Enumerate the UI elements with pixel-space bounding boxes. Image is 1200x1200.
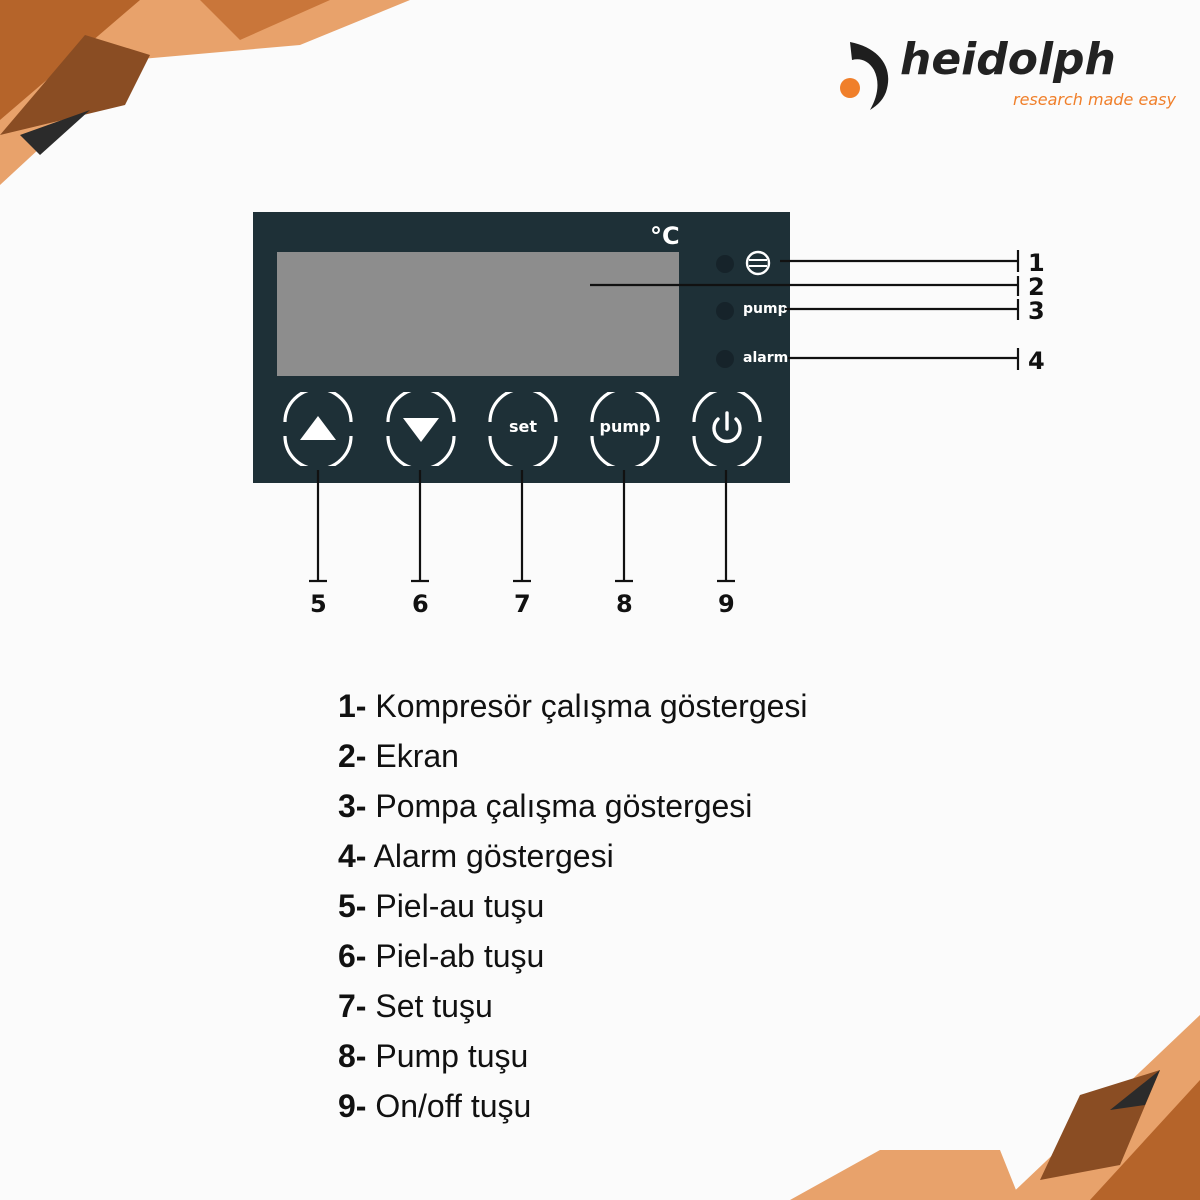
heidolph-logo-icon <box>840 42 889 110</box>
legend-item: 9- On/off tuşu <box>338 1086 808 1136</box>
pump-button[interactable]: pump <box>588 392 662 466</box>
button-ring <box>488 392 558 466</box>
corner-shape <box>130 0 410 60</box>
pump-indicator-label: pump <box>743 301 788 317</box>
legend-number: 7- <box>338 988 367 1024</box>
alarm-indicator-label: alarm <box>743 350 789 366</box>
callout-number-1: 1 <box>1028 249 1045 277</box>
logo-tagline: research made easy <box>1013 90 1176 109</box>
callout-number-3: 3 <box>1028 297 1045 325</box>
callout-number-5: 5 <box>310 590 327 618</box>
set-button-label: set <box>508 417 538 436</box>
legend-text: Ekran <box>375 738 459 774</box>
legend-number: 9- <box>338 1088 367 1124</box>
callout-number-6: 6 <box>412 590 429 618</box>
callout-number-7: 7 <box>514 590 531 618</box>
legend-number: 5- <box>338 888 367 924</box>
callout-number-9: 9 <box>718 590 735 618</box>
callout-number-2: 2 <box>1028 273 1045 301</box>
corner-shape <box>0 35 150 135</box>
corner-shape <box>790 1150 1020 1200</box>
corner-shape <box>1110 1070 1160 1110</box>
legend-number: 8- <box>338 1038 367 1074</box>
set-button[interactable]: set <box>486 392 560 466</box>
compressor-icon <box>745 250 771 276</box>
pump-button-label: pump <box>599 417 651 436</box>
legend-number: 1- <box>338 688 367 724</box>
legend-text: Set tuşu <box>375 988 493 1024</box>
callout-number-8: 8 <box>616 590 633 618</box>
legend-text: On/off tuşu <box>375 1088 532 1124</box>
legend-item: 6- Piel-ab tuşu <box>338 936 808 986</box>
legend-item: 2- Ekran <box>338 736 808 786</box>
legend-number: 6- <box>338 938 367 974</box>
corner-shape <box>200 0 330 40</box>
legend-text: Alarm göstergesi <box>373 838 614 874</box>
triangle-down-icon <box>403 418 439 442</box>
power-icon <box>712 411 742 443</box>
corner-shape <box>20 110 90 155</box>
legend-item: 5- Piel-au tuşu <box>338 886 808 936</box>
legend-text: Piel-au tuşu <box>375 888 545 924</box>
alarm-led <box>716 350 734 368</box>
pump-led <box>716 302 734 320</box>
logo-wordmark: heidolph <box>900 34 1116 85</box>
legend-item: 3- Pompa çalışma göstergesi <box>338 786 808 836</box>
legend-text: Kompresör çalışma göstergesi <box>375 688 808 724</box>
callout-number-4: 4 <box>1028 347 1045 375</box>
compressor-led <box>716 255 734 273</box>
legend-list: 1- Kompresör çalışma göstergesi 2- Ekran… <box>338 686 808 1136</box>
legend-text: Pompa çalışma göstergesi <box>375 788 753 824</box>
corner-shape <box>1090 1080 1200 1200</box>
legend-item: 8- Pump tuşu <box>338 1036 808 1086</box>
legend-item: 1- Kompresör çalışma göstergesi <box>338 686 808 736</box>
legend-number: 4- <box>338 838 367 874</box>
legend-number: 2- <box>338 738 367 774</box>
legend-text: Piel-ab tuşu <box>375 938 545 974</box>
legend-item: 7- Set tuşu <box>338 986 808 1036</box>
display-screen <box>277 252 679 376</box>
button-ring <box>590 392 660 466</box>
legend-item: 4- Alarm göstergesi <box>338 836 808 886</box>
legend-text: Pump tuşu <box>375 1038 529 1074</box>
triangle-up-icon <box>300 416 336 440</box>
unit-label: °C <box>650 222 680 250</box>
legend-number: 3- <box>338 788 367 824</box>
